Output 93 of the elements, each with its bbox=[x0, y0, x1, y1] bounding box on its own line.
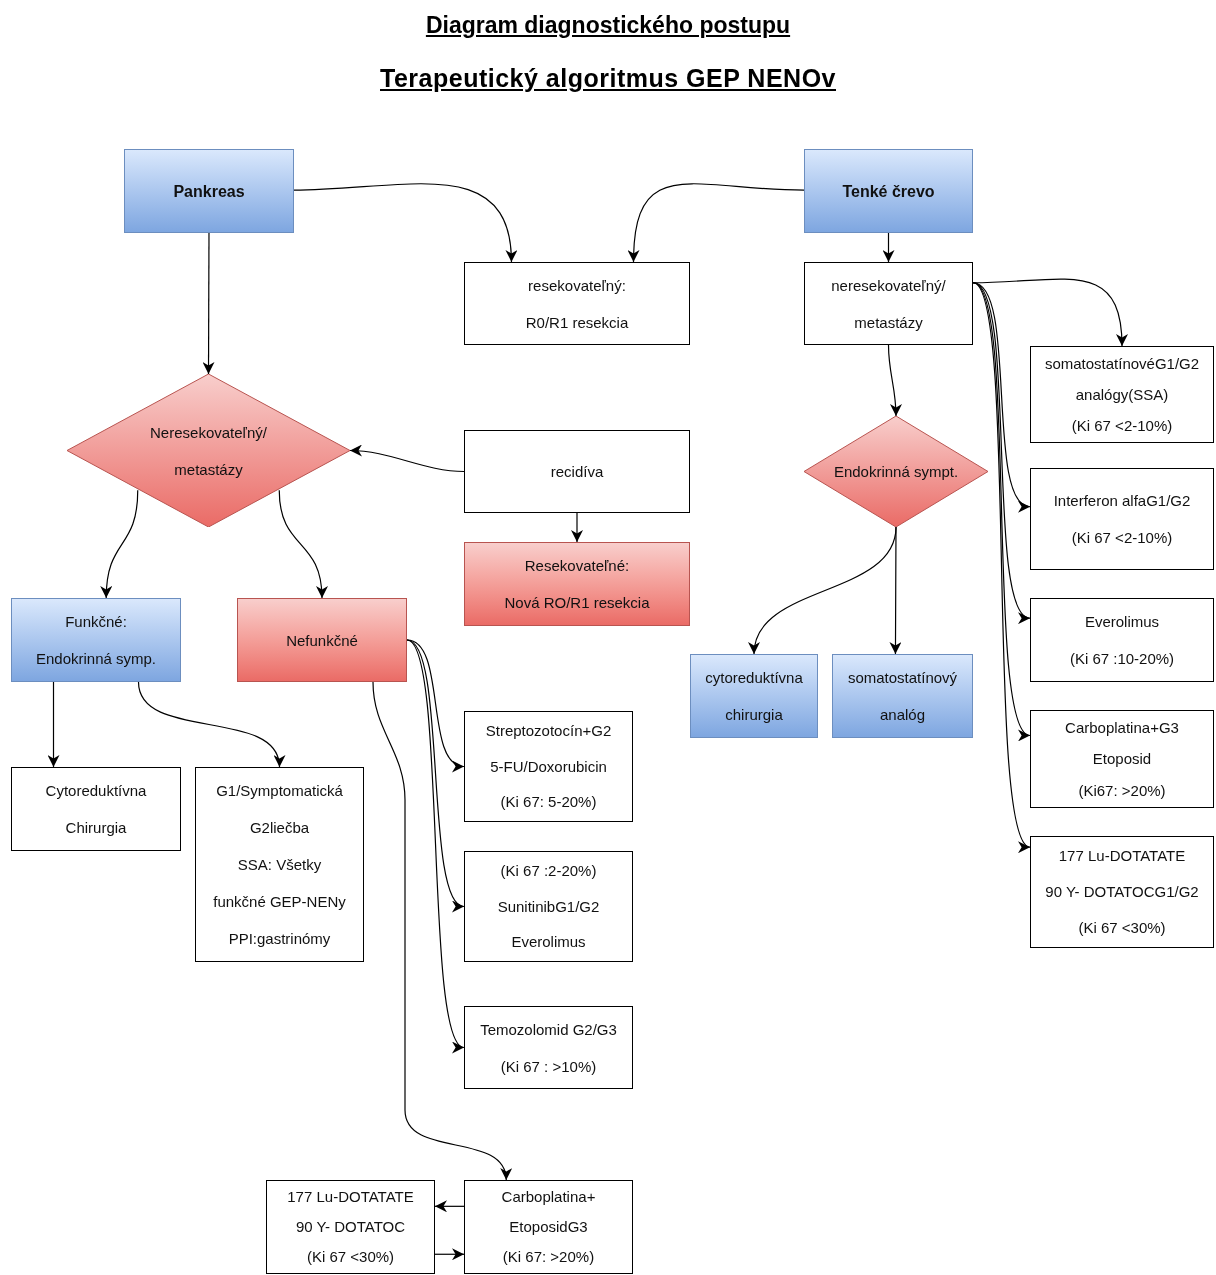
step-text: Everolimus bbox=[511, 932, 586, 953]
step-text: analóg bbox=[879, 705, 925, 725]
step-text: somatostatínový bbox=[847, 668, 958, 688]
process-box bbox=[11, 598, 181, 682]
step-text: resekovateľný: bbox=[528, 275, 626, 296]
step-text: 177 Lu-DOTATATE bbox=[287, 1187, 414, 1207]
step-text: 177 Lu-DOTATATE bbox=[1058, 846, 1186, 866]
process-box bbox=[690, 654, 818, 738]
process-box bbox=[195, 767, 364, 962]
step-text: (Ki 67 :2-20%) bbox=[500, 861, 597, 881]
process-box bbox=[1030, 598, 1214, 682]
step-text: Interferon alfaG1/G2 bbox=[1053, 491, 1191, 511]
arrow bbox=[571, 512, 583, 543]
step-text: SunitinibG1/G2 bbox=[497, 896, 600, 917]
step-text: Streptozotocín+G2 bbox=[485, 721, 612, 741]
step-text: (Ki 67 <30%) bbox=[306, 1247, 395, 1267]
process-box bbox=[804, 262, 973, 345]
step-text: Neresekovateľný/ bbox=[150, 422, 267, 443]
process-box bbox=[464, 1006, 633, 1089]
step-text: somatostatínovéG1/G2 bbox=[1044, 354, 1200, 374]
step-text: Carboplatina+ bbox=[501, 1187, 596, 1207]
process-box bbox=[266, 1180, 435, 1274]
step-text: 90 Y- DOTATOC bbox=[295, 1217, 406, 1237]
step-text: Endokrinná symp. bbox=[35, 649, 157, 669]
title: Diagram diagnostického postupu bbox=[425, 11, 791, 40]
decision-diamond bbox=[67, 374, 350, 527]
decision-diamond bbox=[804, 416, 988, 527]
step-text: Resekovateľné: bbox=[524, 556, 630, 576]
step-text: Etoposid bbox=[1092, 749, 1152, 770]
heading-text: Pankreas bbox=[173, 181, 245, 202]
step-text: (Ki 67 :10-20%) bbox=[1069, 649, 1175, 669]
step-text: (Ki 67 <2-10%) bbox=[1071, 416, 1173, 436]
step-text: (Ki67: >20%) bbox=[1078, 780, 1166, 801]
step-text: funkčné GEP-NENy bbox=[213, 892, 346, 912]
step-text: Chirurgia bbox=[65, 818, 127, 838]
step-text: PPI:gastrinómy bbox=[228, 929, 331, 949]
arrow bbox=[137, 681, 283, 768]
step-text: Funkčné: bbox=[65, 612, 127, 632]
step-text: 5-FU/Doxorubicin bbox=[490, 756, 607, 777]
process-box bbox=[11, 767, 181, 851]
process-box bbox=[464, 430, 690, 513]
step-text: R0/R1 resekcia bbox=[525, 312, 629, 333]
process-box bbox=[804, 149, 973, 233]
arrow bbox=[47, 681, 60, 768]
step-text: (Ki 67: >20%) bbox=[502, 1247, 595, 1267]
process-box bbox=[1030, 710, 1214, 808]
step-text: Everolimus bbox=[1084, 612, 1160, 632]
arrow bbox=[100, 489, 139, 599]
arrow bbox=[882, 232, 895, 263]
arrow bbox=[293, 183, 517, 263]
process-box bbox=[124, 149, 294, 233]
step-text: Nová RO/R1 resekcia bbox=[504, 593, 650, 613]
step-text: cytoreduktívna bbox=[705, 668, 803, 688]
step-text: Endokrinná sympt. bbox=[833, 462, 959, 482]
step-text: G1/Symptomatická bbox=[216, 781, 343, 801]
process-box bbox=[464, 851, 633, 962]
step-text: SSA: Všetky bbox=[237, 855, 322, 875]
arrow bbox=[887, 344, 902, 417]
step-text: EtoposidG3 bbox=[509, 1217, 588, 1237]
step-text: analógy(SSA) bbox=[1075, 385, 1169, 405]
arrow bbox=[889, 526, 902, 655]
process-box bbox=[1030, 346, 1214, 443]
step-text: chirurgia bbox=[725, 705, 783, 725]
step-text: metastázy bbox=[174, 459, 243, 480]
process-box bbox=[464, 542, 690, 626]
process-box bbox=[464, 262, 690, 345]
arrow bbox=[349, 445, 465, 473]
subtitle: Terapeutický algoritmus GEP NENOv bbox=[380, 63, 836, 94]
arrow bbox=[434, 1248, 465, 1261]
step-text: neresekovateľný/ bbox=[831, 275, 946, 296]
heading-text: Tenké črevo bbox=[842, 181, 935, 202]
process-box bbox=[1030, 468, 1214, 570]
process-box bbox=[464, 711, 633, 822]
step-text: G2liečba bbox=[249, 818, 310, 838]
process-box bbox=[237, 598, 407, 682]
arrow bbox=[628, 183, 805, 263]
process-box bbox=[832, 654, 973, 738]
step-text: Nefunkčné bbox=[286, 630, 358, 651]
step-text: 90 Y- DOTATOCG1/G2 bbox=[1045, 882, 1199, 902]
step-text: Temozolomid G2/G3 bbox=[480, 1019, 617, 1040]
step-text: (Ki 67: 5-20%) bbox=[500, 792, 597, 813]
step-text: (Ki 67 <30%) bbox=[1078, 918, 1166, 938]
step-text: (Ki 67 : >10%) bbox=[500, 1056, 597, 1077]
process-box bbox=[1030, 836, 1214, 948]
step-text: recidíva bbox=[550, 462, 604, 482]
process-box bbox=[464, 1180, 633, 1274]
step-text: Carboplatina+G3 bbox=[1065, 718, 1179, 738]
step-text: (Ki 67 <2-10%) bbox=[1071, 528, 1173, 548]
arrow bbox=[434, 1200, 465, 1213]
step-text: Cytoreduktívna bbox=[45, 781, 147, 801]
step-text: metastázy bbox=[854, 312, 923, 333]
arrow bbox=[202, 232, 215, 375]
arrow bbox=[278, 489, 328, 599]
